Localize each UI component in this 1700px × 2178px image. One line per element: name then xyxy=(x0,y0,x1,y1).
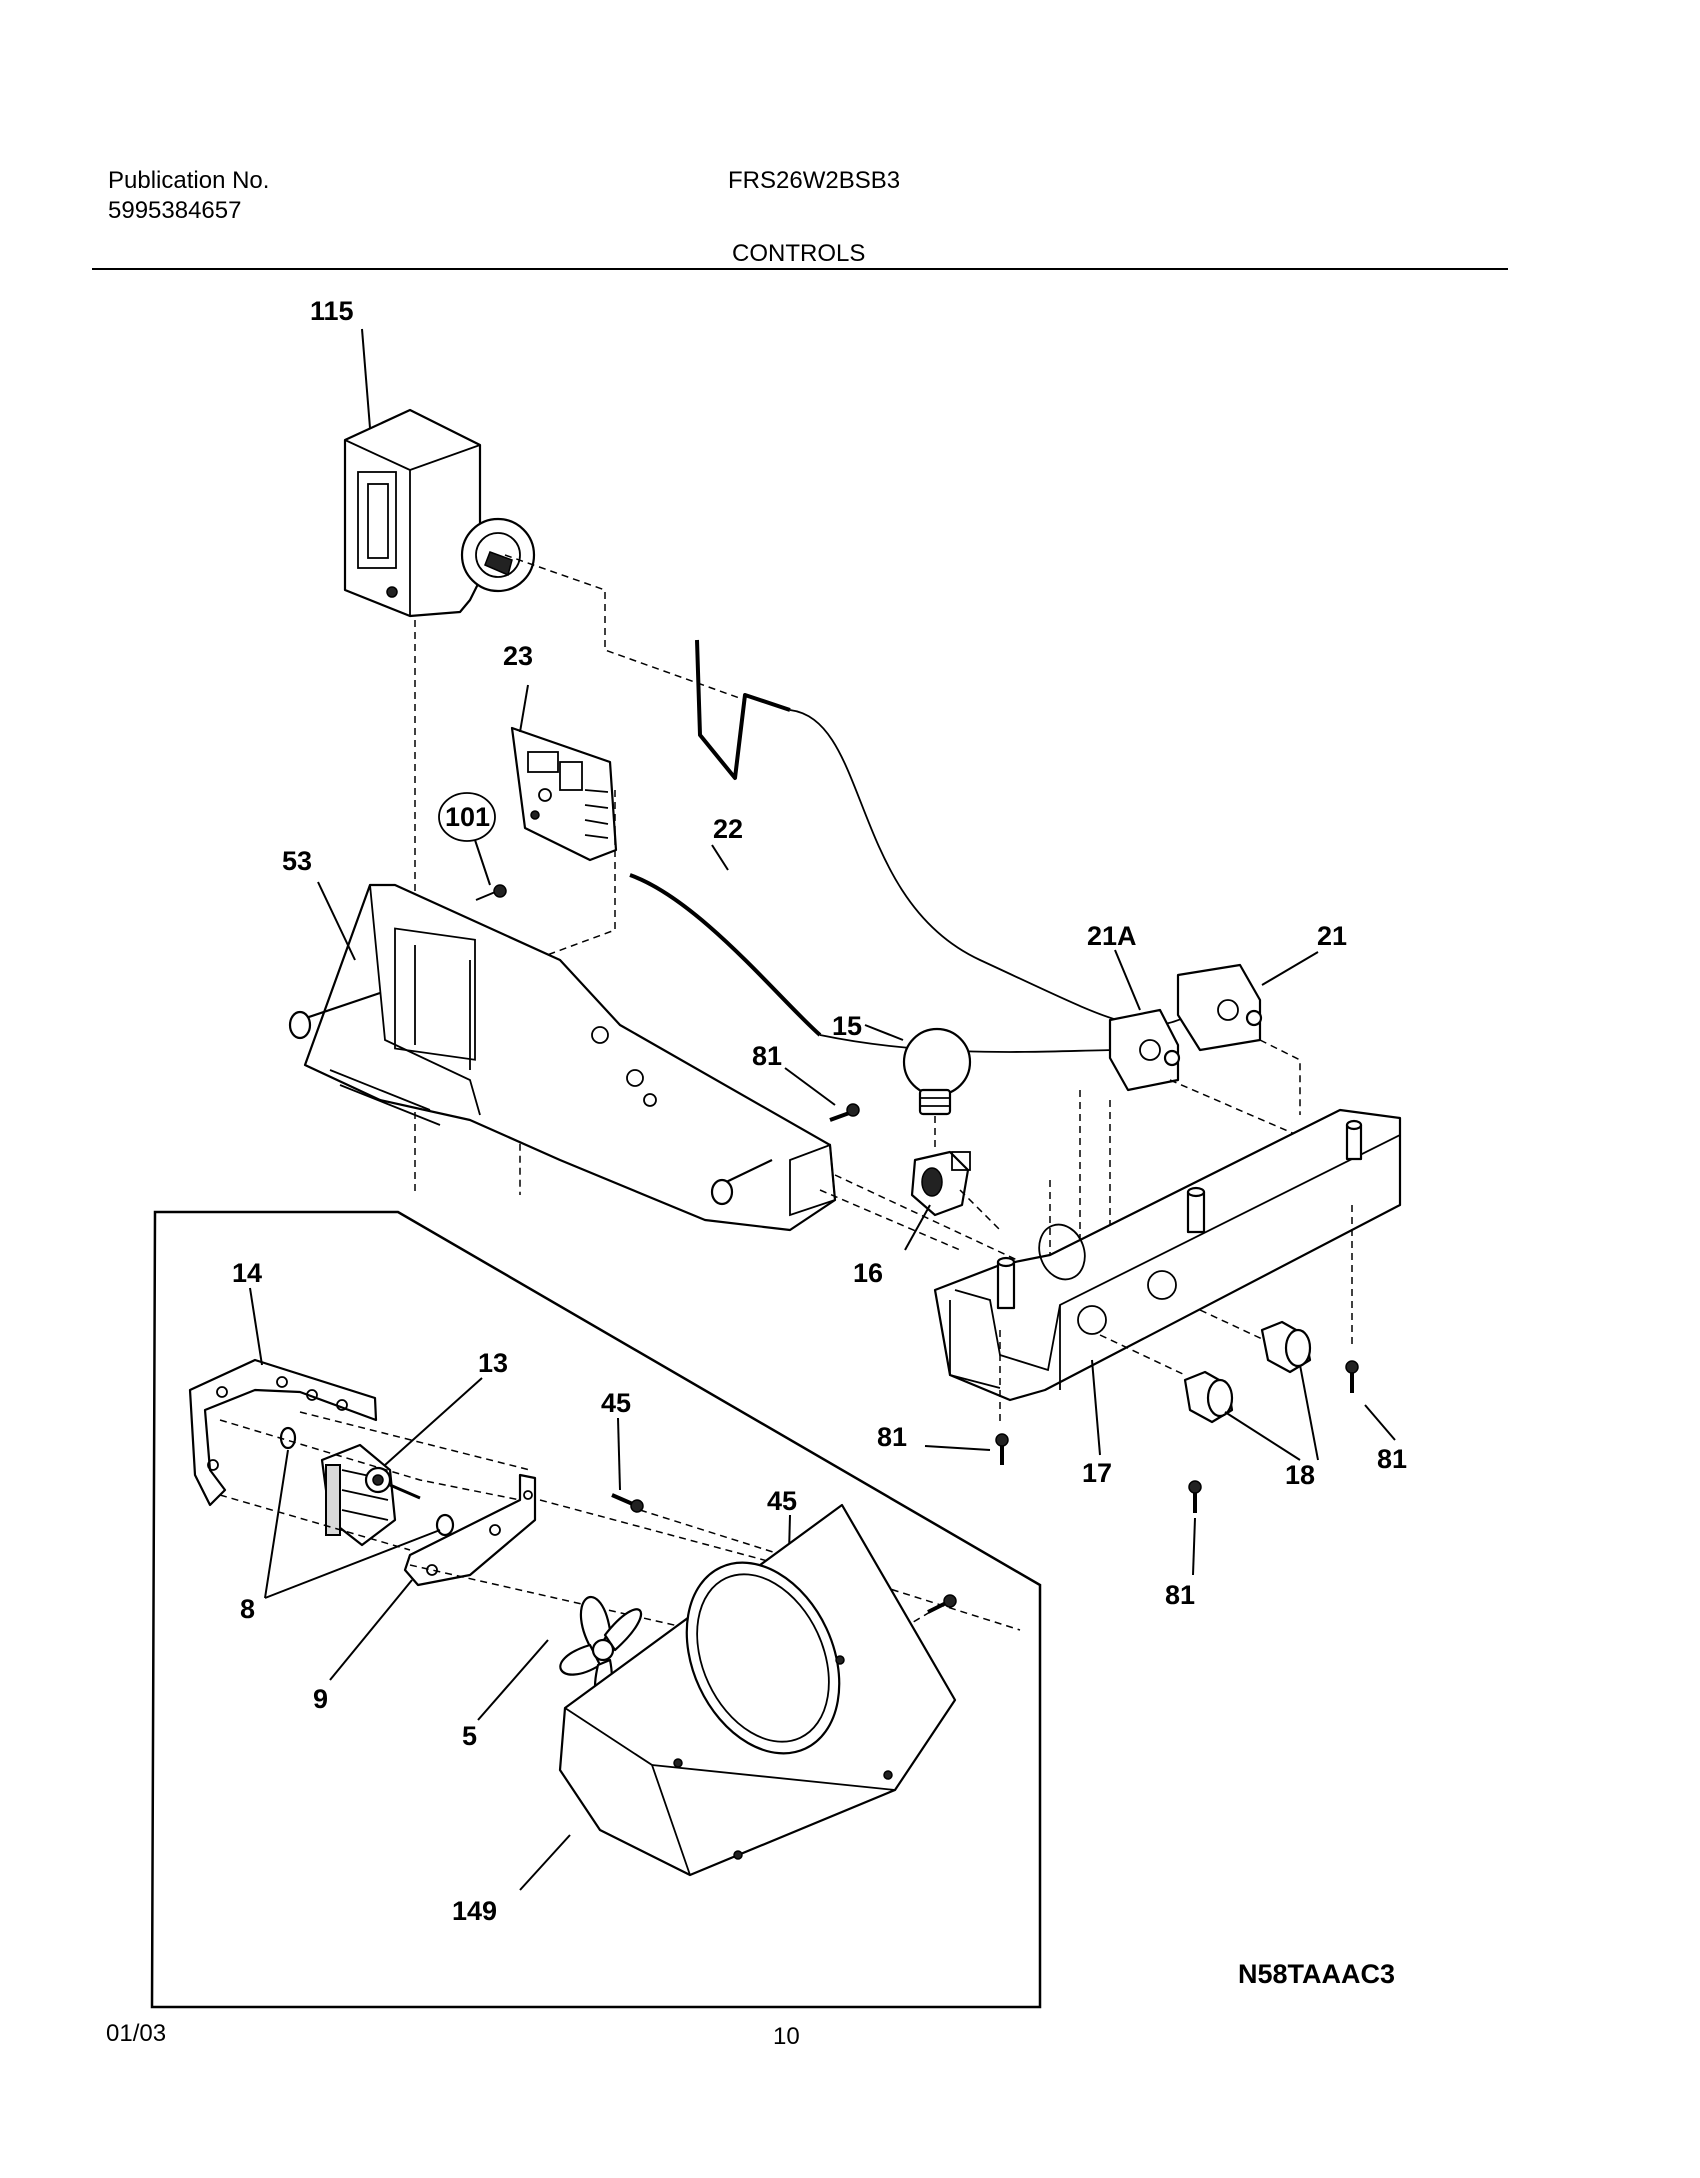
leader-18-b xyxy=(1299,1364,1319,1461)
publication-label: Publication No. xyxy=(108,167,270,194)
leader-14 xyxy=(249,1287,263,1366)
part-17-housing-bracket xyxy=(933,1108,1402,1402)
part-53-control-housing xyxy=(288,883,837,1232)
part-21A-thermostat xyxy=(1108,1008,1181,1092)
part-149-fan-shroud xyxy=(558,1503,957,1877)
leader-8-b xyxy=(264,1529,441,1599)
part-9-motor-bracket xyxy=(403,1473,537,1587)
callout-115: 115 xyxy=(310,296,354,326)
part-45-screw-upper xyxy=(611,1493,644,1513)
callout-45-upper: 45 xyxy=(601,1388,631,1418)
leader-115 xyxy=(361,328,371,429)
part-101-screw xyxy=(475,884,507,901)
callout-8: 8 xyxy=(240,1594,255,1624)
leader-81-left xyxy=(924,1445,991,1451)
leader-9 xyxy=(329,1579,413,1681)
fan-assembly-inset-frame xyxy=(150,1210,1042,2009)
callout-15: 15 xyxy=(832,1011,862,1041)
part-22-sensing-tube xyxy=(629,639,1191,1053)
leader-21A xyxy=(1114,949,1141,1011)
callout-9: 9 xyxy=(313,1684,328,1714)
part-21-thermostat xyxy=(1176,963,1263,1052)
drawing-code: N58TAAAC3 xyxy=(1238,1959,1395,1989)
part-8-grommet-b xyxy=(435,1513,455,1537)
callout-21A: 21A xyxy=(1087,921,1137,951)
part-45-screw-right xyxy=(927,1594,957,1614)
callout-21: 21 xyxy=(1317,921,1347,951)
part-8-grommet-a xyxy=(279,1426,297,1450)
part-115-control-box xyxy=(343,408,536,618)
leader-53 xyxy=(317,881,356,961)
leader-45-upper xyxy=(617,1417,621,1491)
callout-149: 149 xyxy=(452,1896,497,1926)
callout-81-upper: 81 xyxy=(752,1041,782,1071)
leader-81-right xyxy=(1364,1404,1396,1441)
leader-81-bottom xyxy=(1192,1517,1196,1576)
section-title: CONTROLS xyxy=(732,240,866,267)
part-81-screw-bottom xyxy=(1188,1480,1202,1513)
leader-8-a xyxy=(264,1449,289,1599)
leader-18-a xyxy=(1224,1411,1301,1461)
leader-5 xyxy=(477,1639,549,1721)
part-13-fan-motor xyxy=(320,1443,421,1547)
header-rule xyxy=(92,268,1508,270)
callout-101-circle xyxy=(438,792,496,842)
part-81-screw-upper xyxy=(829,1103,860,1122)
model-number: FRS26W2BSB3 xyxy=(728,167,901,194)
callout-17: 17 xyxy=(1082,1458,1112,1488)
leader-17 xyxy=(1091,1359,1101,1456)
callout-101: 101 xyxy=(445,802,490,832)
part-23-control-board xyxy=(510,726,618,862)
callout-16: 16 xyxy=(853,1258,883,1288)
leader-149 xyxy=(519,1834,571,1891)
publication-number: 5995384657 xyxy=(108,197,242,224)
leader-22 xyxy=(711,844,729,871)
part-14-motor-bracket xyxy=(188,1358,378,1507)
callout-81-bottom: 81 xyxy=(1165,1580,1195,1610)
callout-45-lower: 45 xyxy=(767,1486,797,1516)
callout-23: 23 xyxy=(503,641,533,671)
callout-18: 18 xyxy=(1285,1460,1315,1490)
part-81-screw-left xyxy=(995,1433,1009,1465)
part-18-knob-upper xyxy=(1260,1320,1312,1374)
footer-page-number: 10 xyxy=(773,2023,800,2050)
part-15-light-bulb xyxy=(902,1027,972,1116)
part-16-lamp-socket xyxy=(910,1150,971,1217)
leader-81-upper xyxy=(784,1067,836,1106)
leader-16 xyxy=(904,1204,931,1251)
leader-23 xyxy=(519,684,529,733)
footer-date: 01/03 xyxy=(106,2020,167,2047)
callout-22: 22 xyxy=(713,814,743,844)
part-18-knob-lower xyxy=(1183,1370,1234,1424)
callout-81-right: 81 xyxy=(1377,1444,1407,1474)
part-81-screw-right xyxy=(1345,1360,1359,1393)
callout-14: 14 xyxy=(232,1258,262,1288)
leader-13 xyxy=(384,1377,483,1466)
callout-5: 5 xyxy=(462,1721,477,1751)
callout-53: 53 xyxy=(282,846,312,876)
callout-13: 13 xyxy=(478,1348,508,1378)
callout-81-left: 81 xyxy=(877,1422,907,1452)
leader-15 xyxy=(864,1024,904,1041)
leader-21 xyxy=(1261,951,1319,986)
